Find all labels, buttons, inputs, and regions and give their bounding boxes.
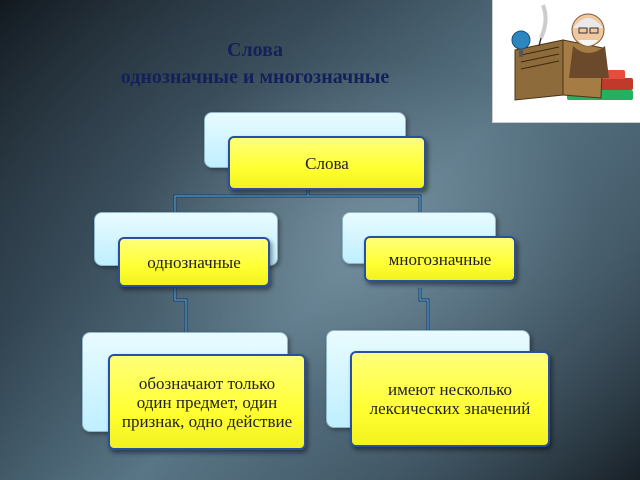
slide-title-line1: Слова bbox=[227, 39, 283, 61]
connector-root-left bbox=[173, 190, 310, 212]
node-multi-meaning-desc: имеют несколько лексических значений bbox=[350, 351, 550, 447]
node-multi-meaning: многозначные bbox=[364, 236, 516, 282]
node-single-meaning-desc: обозначают только один предмет, один при… bbox=[108, 354, 306, 450]
slide-title-line2: однозначные и многозначные bbox=[120, 66, 390, 88]
node-single-meaning: однозначные bbox=[118, 237, 270, 287]
connector-left-desc bbox=[173, 288, 188, 332]
connector-root-right bbox=[308, 194, 422, 212]
node-root: Слова bbox=[228, 136, 426, 190]
connector-right-desc bbox=[418, 288, 430, 330]
scholar-with-books-icon bbox=[492, 0, 640, 123]
